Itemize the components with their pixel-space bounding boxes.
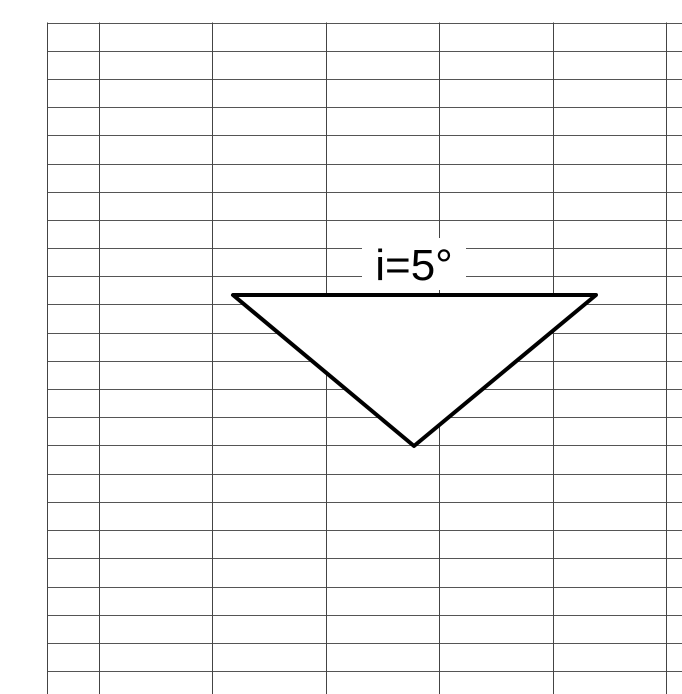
slope-label: i=5° (375, 241, 453, 290)
slope-marker-triangle (231, 293, 598, 448)
slope-label-background (362, 238, 466, 290)
